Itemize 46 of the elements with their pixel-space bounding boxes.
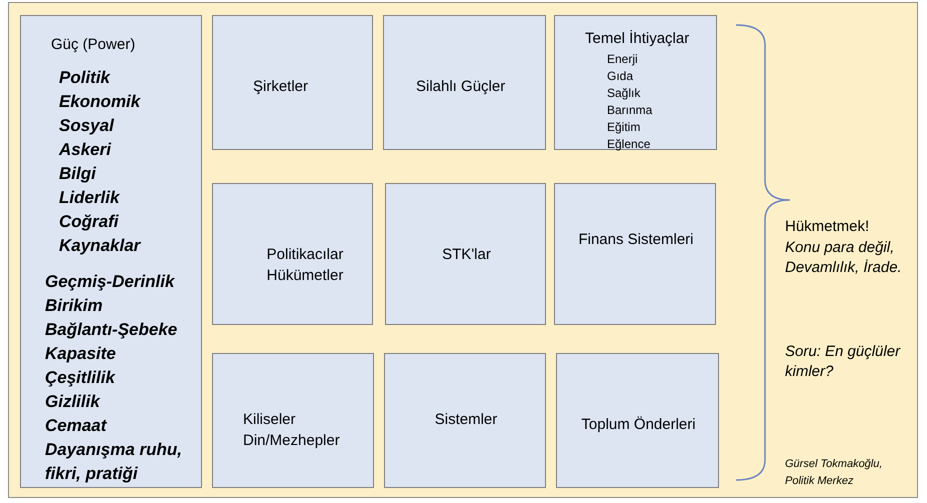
list-item: Enerji [607,52,638,66]
list-item: Eğitim [607,120,640,134]
box-label: Kiliseler Din/Mezhepler [243,410,341,451]
grid-box [554,15,717,150]
box-label: Toplum Önderleri [580,415,697,435]
box-label: Şirketler [253,77,310,97]
list-item: Birikim [45,295,104,317]
note-text: Konu para değil, Devamlılık, İrade. [785,238,903,278]
list-item: Askeri [59,139,112,161]
box-label: STK'lar [441,245,492,265]
grid-box [383,15,546,150]
list-item: Barınma [607,103,652,117]
list-item: Dayanışma ruhu, fikri, pratiği [45,439,183,485]
grid-box [385,183,546,325]
list-item: Sağlık [607,86,640,100]
list-item: Kaynaklar [59,235,142,257]
list-item: Geçmiş-Derinlik [45,271,176,293]
grid-box [384,353,546,488]
box-label: Sistemler [434,410,498,430]
list-item: Sosyal [59,115,116,137]
grid-box [212,15,373,150]
box-label: Politikacılar Hükümetler [266,245,344,286]
list-item: Liderlik [59,187,121,209]
list-item: Gizlilik [45,391,102,413]
author-credit: Gürsel Tokmakoğlu, Politik Merkez [785,457,884,489]
list-item: Gıda [607,69,634,83]
list-item: Kapasite [45,343,117,365]
list-item: Coğrafi [59,211,120,233]
box-heading: Temel İhtiyaçlar [585,30,690,47]
list-item: Ekonomik [59,91,142,113]
note-text: Soru: En güçlüler kimler? [785,342,902,382]
list-item: Eğlence [607,137,650,151]
grid-box [212,353,374,488]
box-heading: Güç (Power) [51,36,136,53]
list-item: Bağlantı-Şebeke [45,319,178,341]
box-label: Finans Sistemleri [577,230,695,250]
grid-box [212,183,373,325]
note-text: Hükmetmek! [785,217,870,237]
list-item: Cemaat [45,415,108,437]
grid-box [556,353,719,488]
list-item: Politik [59,67,112,89]
box-label: Silahlı Güçler [416,77,506,97]
list-item: Çeşitlilik [45,367,116,389]
grid-box [554,183,716,325]
grid-box [20,15,202,488]
list-item: Bilgi [59,163,97,185]
